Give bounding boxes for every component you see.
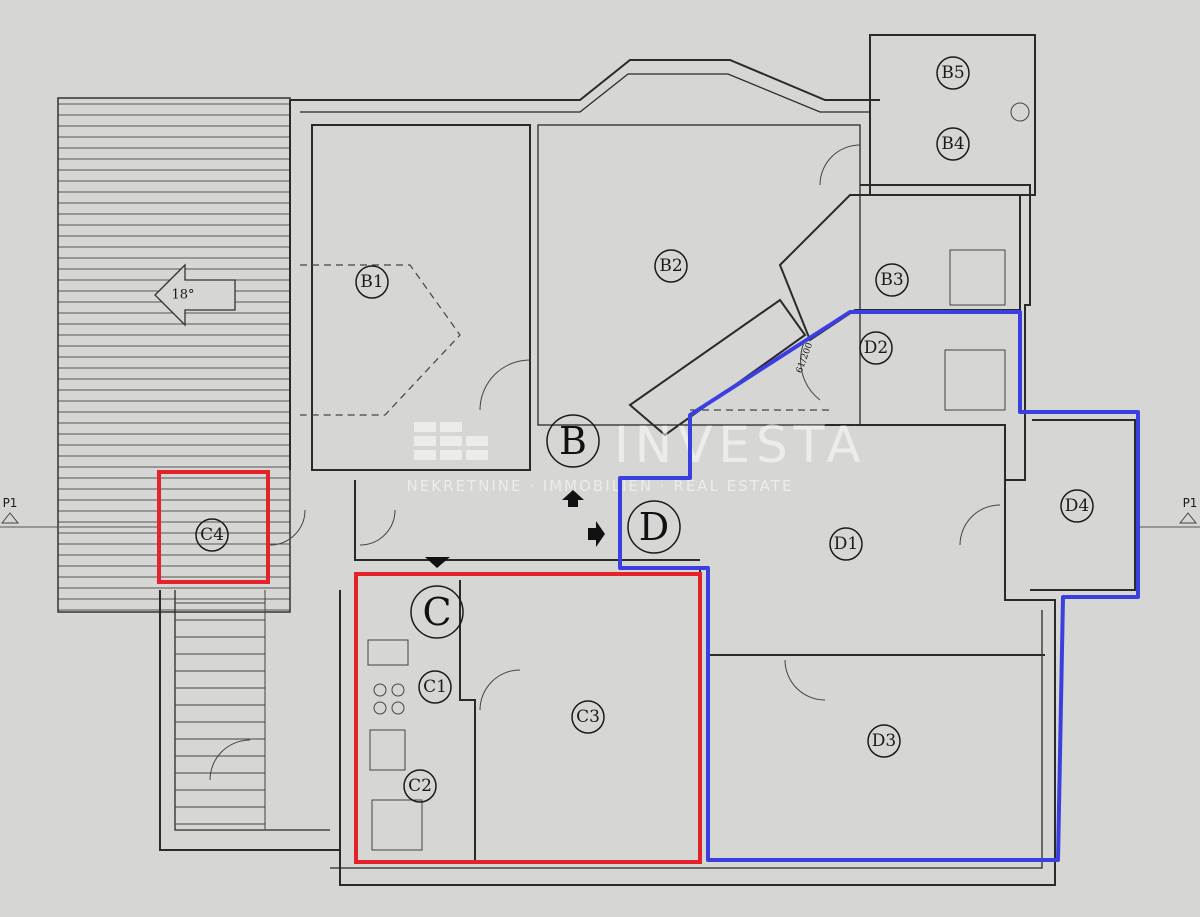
roof-terrace: 18° [57, 97, 291, 613]
svg-text:B: B [559, 419, 587, 463]
watermark-brand: INVESTA [614, 416, 867, 474]
room-d4: D4 [1060, 489, 1094, 523]
watermark: INVESTA NEKRETNINE · IMMOBILIEN · REAL E… [407, 416, 867, 495]
room-d2: D2 [859, 331, 893, 365]
room-d1: D1 [829, 527, 863, 561]
section-marks: P1 P1 [0, 496, 1200, 528]
watermark-tagline: NEKRETNINE · IMMOBILIEN · REAL ESTATE [407, 477, 794, 495]
svg-text:B3: B3 [880, 270, 903, 290]
svg-text:C2: C2 [408, 776, 432, 796]
svg-text:B2: B2 [659, 256, 682, 276]
unit-d-outline [618, 310, 1140, 862]
svg-text:D3: D3 [872, 731, 896, 751]
section-mark-left: P1 [3, 496, 18, 510]
room-b1: B1 [355, 265, 389, 299]
unit-c4-outline [157, 470, 270, 584]
entrance-arrow-d-icon [588, 521, 605, 547]
svg-text:D4: D4 [1065, 496, 1089, 516]
svg-text:B4: B4 [941, 134, 964, 154]
section-mark-right: P1 [1183, 496, 1198, 510]
unit-b-label: B [546, 414, 600, 468]
room-b5: B5 [936, 56, 970, 90]
watermark-logo-icon [414, 422, 488, 460]
svg-text:C: C [422, 590, 451, 634]
entrance-arrow-b-icon [562, 490, 584, 507]
svg-text:C1: C1 [423, 677, 447, 697]
unit-d-label: D [627, 500, 681, 554]
slope-arrow-icon [154, 263, 236, 327]
svg-text:D: D [639, 505, 669, 549]
svg-text:B5: B5 [941, 63, 964, 83]
unit-c-label: C [410, 585, 464, 639]
room-c4: C4 [195, 518, 229, 552]
unit-labels: B D C [410, 414, 681, 639]
svg-text:C4: C4 [200, 525, 224, 545]
room-c2: C2 [403, 769, 437, 803]
svg-text:C3: C3 [576, 707, 600, 727]
room-b2: B2 [654, 249, 688, 283]
room-d3: D3 [867, 724, 901, 758]
entrance-arrow-c-icon [425, 557, 450, 568]
room-c3: C3 [571, 700, 605, 734]
svg-text:B1: B1 [360, 272, 383, 292]
svg-text:D2: D2 [864, 338, 888, 358]
room-c1: C1 [418, 670, 452, 704]
unit-c-outline [354, 572, 702, 864]
room-labels: B1 B2 B3 B4 B5 D2 D1 D4 D3 C1 C2 C3 C4 [195, 56, 1094, 803]
room-b4: B4 [936, 127, 970, 161]
roof-slope-label: 18° [171, 288, 194, 303]
svg-text:D1: D1 [834, 534, 858, 554]
room-b3: B3 [875, 263, 909, 297]
